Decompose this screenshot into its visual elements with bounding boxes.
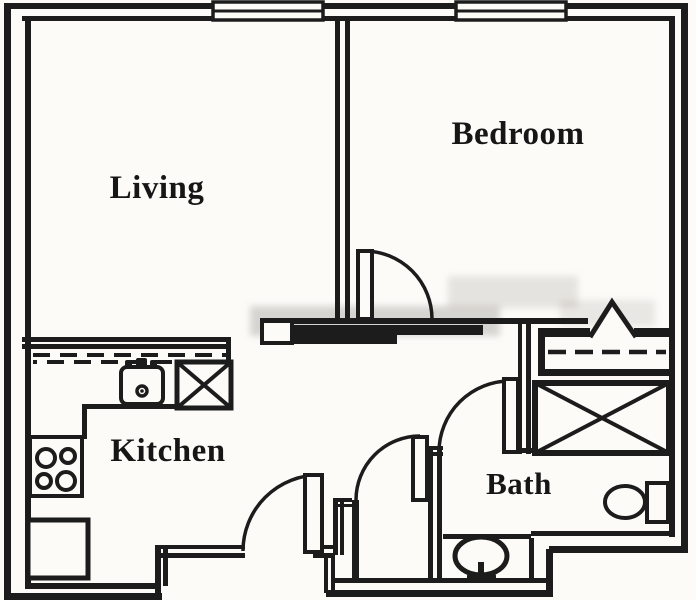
refrigerator-icon: [25, 517, 91, 581]
closet-wall: [538, 369, 671, 376]
pocket-cap: [260, 319, 294, 345]
bedroom-window: [454, 0, 568, 22]
toilet-icon: [603, 481, 670, 524]
closet-wall: [538, 328, 590, 337]
door-leaf: [356, 249, 374, 321]
door-leaf: [502, 377, 520, 454]
door-swing-arc: [363, 249, 434, 320]
kitchen-label: Kitchen: [110, 433, 226, 469]
bath-fixtures: [443, 481, 670, 582]
sliding-panel: [262, 325, 483, 335]
closet-pivot-door: [587, 297, 639, 339]
hall-bedroom-wall: [260, 318, 588, 324]
entry-stub-wall: [333, 498, 338, 555]
hall-closet-wall: [526, 324, 531, 454]
wall-segment: [4, 3, 11, 600]
wall-segment: [531, 531, 671, 536]
bath-west-wall: [437, 446, 442, 583]
wall-segment: [4, 593, 162, 600]
wall-segment: [25, 583, 157, 589]
entry-stub-wall: [333, 498, 352, 502]
living-room-label: Living: [109, 170, 205, 206]
range-cooktop-icon: [28, 435, 84, 498]
wall-segment: [549, 546, 688, 553]
door-leaf: [303, 473, 324, 554]
bedroom-label: Bedroom: [451, 116, 585, 152]
doors: [241, 249, 520, 554]
pedestal-sink-icon: [452, 534, 510, 582]
wall-segment: [566, 16, 673, 21]
bath-door: [437, 377, 520, 454]
bedroom-closet: [538, 297, 671, 376]
closet-wall: [538, 328, 545, 376]
wall-segment: [4, 3, 688, 9]
wall-segment: [161, 545, 245, 549]
wall-segment: [529, 538, 534, 582]
wall-segment: [335, 578, 550, 583]
wall-segment: [681, 3, 688, 553]
wall-segment: [324, 557, 328, 593]
wall-segment: [669, 16, 675, 537]
bath-west-wall: [428, 446, 433, 583]
wall-segment: [22, 16, 213, 21]
door-leaf: [411, 435, 429, 502]
sliding-panel: [289, 335, 397, 344]
door-swing-arc: [354, 434, 421, 501]
wall-segment: [163, 545, 168, 586]
wall-segment: [331, 557, 335, 593]
door-swing-arc: [437, 379, 511, 453]
living-bedroom-wall: [335, 16, 340, 322]
dishwasher-icon: [174, 359, 234, 411]
living-bedroom-wall: [345, 16, 350, 322]
windows: [211, 0, 568, 22]
kitchen-area: [22, 337, 234, 581]
bedroom-door: [356, 249, 434, 321]
closet-wall: [634, 328, 671, 337]
wall-segment: [161, 553, 245, 558]
entry-stub-wall: [340, 498, 344, 555]
bath-label: Bath: [486, 466, 552, 501]
hall-closet-left-wall: [352, 500, 359, 583]
kitchen-sink-icon: [119, 358, 165, 406]
wall-segment: [323, 16, 456, 21]
living-window: [211, 0, 325, 22]
wall-segment: [326, 590, 552, 597]
wall-segment: [546, 549, 553, 597]
wall-segment: [313, 553, 335, 558]
wall-segment: [25, 16, 31, 586]
sliding-pocket-door: [260, 319, 483, 345]
entry-stub-wall: [333, 504, 352, 507]
exterior-walls: [4, 3, 688, 600]
entry-door: [241, 473, 324, 554]
wall-segment: [155, 545, 161, 600]
bath-north-wall: [511, 448, 537, 453]
linen-closet-x: [532, 380, 672, 456]
hall-closet-door: [354, 434, 429, 502]
